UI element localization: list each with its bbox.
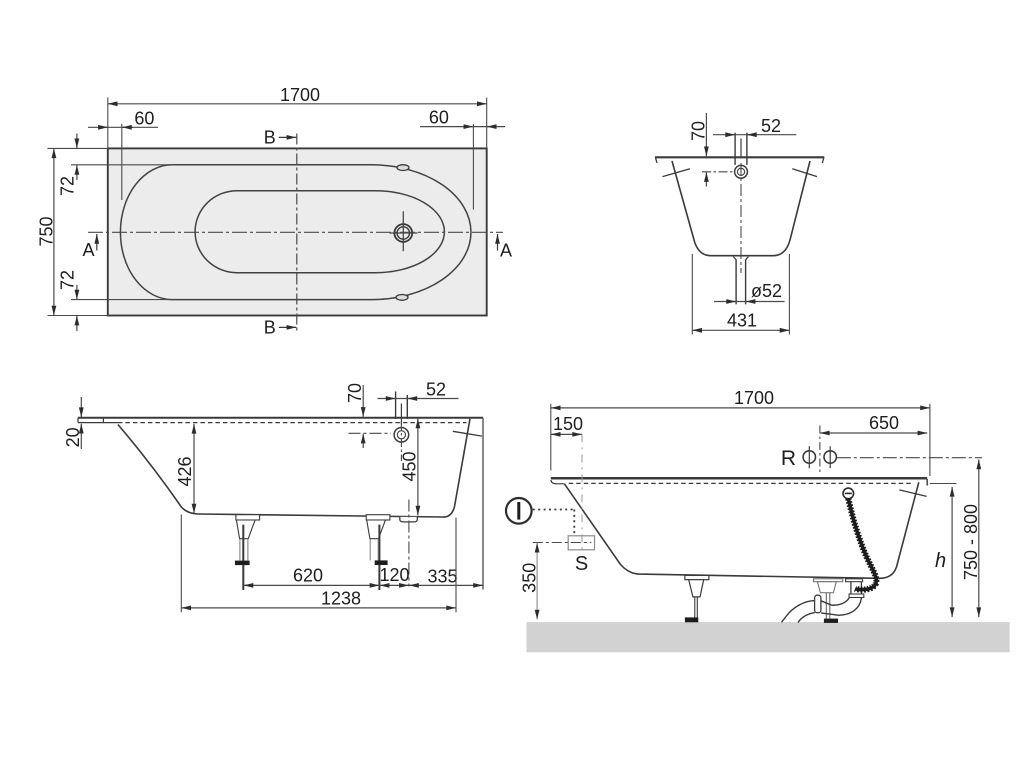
svg-text:750: 750: [36, 216, 56, 246]
svg-text:72: 72: [58, 270, 78, 290]
svg-text:650: 650: [869, 413, 899, 433]
svg-text:72: 72: [58, 176, 78, 196]
svg-text:20: 20: [63, 427, 83, 447]
svg-text:335: 335: [427, 566, 457, 586]
svg-text:A: A: [500, 240, 512, 260]
svg-text:B: B: [264, 127, 276, 147]
svg-text:150: 150: [553, 414, 583, 434]
svg-text:450: 450: [400, 451, 420, 481]
svg-text:426: 426: [175, 456, 195, 486]
svg-text:1238: 1238: [321, 588, 361, 608]
svg-text:52: 52: [761, 116, 781, 136]
svg-text:70: 70: [688, 121, 708, 141]
svg-text:S: S: [575, 553, 588, 575]
svg-text:70: 70: [345, 383, 365, 403]
svg-text:ø52: ø52: [751, 281, 782, 301]
svg-text:h: h: [935, 550, 946, 572]
svg-text:52: 52: [426, 380, 446, 400]
svg-text:620: 620: [293, 565, 323, 585]
svg-text:1700: 1700: [734, 388, 774, 408]
svg-text:B: B: [264, 317, 276, 337]
svg-text:1700: 1700: [280, 85, 320, 105]
svg-text:A: A: [82, 240, 94, 260]
svg-text:60: 60: [429, 108, 449, 128]
svg-text:350: 350: [520, 563, 540, 593]
svg-text:60: 60: [134, 108, 154, 128]
svg-text:431: 431: [727, 311, 757, 331]
svg-text:R: R: [781, 447, 796, 470]
svg-text:120: 120: [379, 565, 409, 585]
svg-text:750 - 800: 750 - 800: [961, 504, 981, 580]
